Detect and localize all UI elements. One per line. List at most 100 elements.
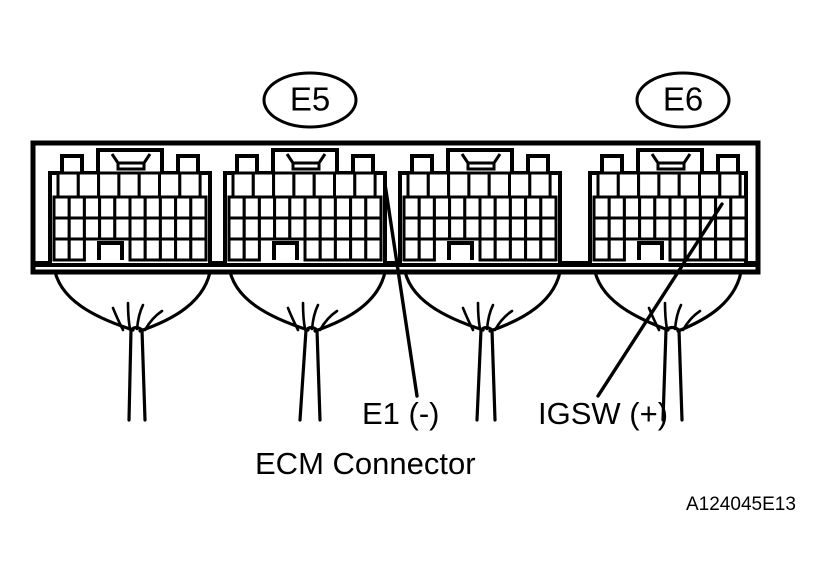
pin-cell [714,216,733,241]
pin-cell [98,195,117,220]
pin-cell [76,171,101,199]
pin-cell [174,216,193,241]
pin-cell [402,195,421,220]
pin-cell [524,216,543,241]
pin-cell [52,237,71,262]
pin-cell [364,237,383,262]
pin-cell [714,237,733,262]
pin-cell [52,195,71,220]
pin-cell [683,195,702,220]
pin-cell [231,171,255,199]
pin-cell [729,195,748,220]
label-e1: E1 (-) [362,396,440,431]
wire-bundle-3 [402,264,563,422]
connector-4-pin-grid [592,171,748,262]
pin-cell [143,237,162,262]
connector-4-keyway [637,241,664,260]
pin-cell [637,171,661,199]
pin-cell [303,216,322,241]
pin-cell [137,171,161,199]
callout-e5: E5 [262,71,358,129]
pin-cell [729,237,748,262]
pin-cell [718,171,742,199]
pin-cell [349,237,368,262]
connector-1-pin-grid [52,171,208,262]
pin-cell [596,171,620,199]
pin-cell [242,216,261,241]
pin-cell [189,195,208,220]
connector-4 [588,148,748,267]
pin-cell [227,216,246,241]
connector-1-latch-bar [116,161,146,171]
pin-cell [364,216,383,241]
connector-3-keyway [447,241,474,260]
pin-cell [364,195,383,220]
pin-cell [698,237,718,262]
pin-cell [677,171,702,199]
pin-cell [82,216,102,241]
pin-cell [117,171,141,199]
pin-cell [432,195,452,220]
pin-cell [273,195,292,220]
pin-cell [493,237,512,262]
pin-cell [508,171,532,199]
pin-cell [417,216,436,241]
pin-cell [174,237,193,262]
connector-1 [48,148,212,267]
pin-cell [539,195,558,220]
pin-cell [349,195,368,220]
pin-cell [539,216,558,241]
pin-cell [288,216,307,241]
pin-cell [98,216,117,241]
pin-cell [478,216,497,241]
pin-cell [448,216,467,241]
pin-cell [333,195,353,220]
pin-cell [303,237,322,262]
pin-cell [292,171,316,199]
pin-cell [638,195,657,220]
callout-e6: E6 [635,71,731,129]
wire-bundle-1 [52,264,213,422]
pin-cell [653,216,672,241]
pin-cell [524,195,543,220]
pin-cell [56,171,80,199]
pin-cell [524,237,543,262]
pin-cell [288,195,307,220]
pin-cell [97,171,121,199]
pin-cell [622,216,642,241]
pin-cell [174,195,193,220]
leader-line-igsw [596,202,724,398]
pin-cell [128,195,147,220]
pin-cell [318,237,337,262]
pin-cell [143,195,162,220]
pin-cell [189,237,208,262]
caption-ecm-connector: ECM Connector [255,446,476,481]
pin-cell [528,171,552,199]
pin-cell [657,171,681,199]
pin-cell [698,171,722,199]
pin-cell [592,216,611,241]
pin-cell [251,171,276,199]
pin-cell [82,195,102,220]
pin-cell [463,216,482,241]
pin-cell [158,171,182,199]
connector-2-latch-bar [291,161,321,171]
connector-2 [223,148,387,267]
pin-cell [158,195,178,220]
pin-cell [417,237,436,262]
connector-3 [398,148,562,267]
callout-e5-ellipse [262,71,358,129]
pin-cell [607,216,626,241]
pin-cell [128,216,147,241]
connector-3-latch-bar [466,161,496,171]
pin-cell [406,171,430,199]
pin-cell [272,171,296,199]
pin-cell [227,237,246,262]
pin-cell [668,195,687,220]
pin-cell [257,216,277,241]
pin-cell [333,237,353,262]
pin-cell [616,171,641,199]
connector-3-pin-grid [402,171,558,262]
pin-cell [653,195,672,220]
connector-1-keyway [97,241,124,260]
